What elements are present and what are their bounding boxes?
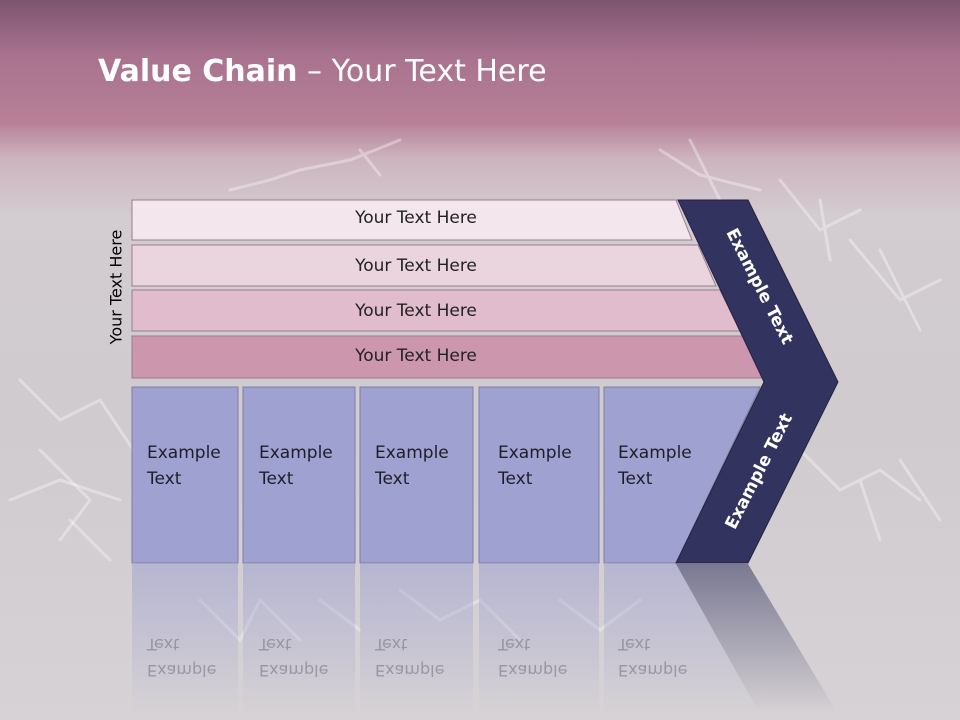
support-bar-label-1: Your Text Here xyxy=(355,208,477,228)
reflected-line1: Example xyxy=(618,661,688,680)
reflected-line2: Text xyxy=(618,635,651,654)
reflected-box-label-4: Example Text xyxy=(498,631,567,683)
reflection-text-area: Example Text Example Text Example Text Exam… xyxy=(0,563,960,720)
box-line2: Text xyxy=(259,469,294,489)
box-line1: Example xyxy=(147,443,221,463)
reflected-line1: Example xyxy=(375,661,445,680)
support-bar-label-4: Your Text Here xyxy=(355,346,477,366)
primary-box-1[interactable] xyxy=(131,386,239,564)
box-line2: Text xyxy=(498,469,533,489)
reflected-box-label-3: Example Text xyxy=(375,631,444,683)
diagram-reflection xyxy=(132,564,838,714)
box-line1: Example xyxy=(375,443,449,463)
support-bar-label-2: Your Text Here xyxy=(355,256,477,276)
reflected-line2: Text xyxy=(375,635,408,654)
reflected-line1: Example xyxy=(147,661,217,680)
margin-chevron[interactable] xyxy=(675,199,839,564)
primary-box-2[interactable] xyxy=(242,386,356,564)
title-rest: – Your Text Here xyxy=(297,54,547,89)
reflected-line1: Example xyxy=(498,661,568,680)
box-line2: Text xyxy=(618,469,653,489)
support-bar-1[interactable] xyxy=(131,199,693,241)
slide-title: Value Chain – Your Text Here xyxy=(98,54,547,89)
box-line1: Example xyxy=(618,443,692,463)
reflected-line2: Text xyxy=(498,635,531,654)
support-bar-2[interactable] xyxy=(131,244,717,287)
box-line2: Text xyxy=(147,469,182,489)
reflected-box-label-2: Example Text xyxy=(259,631,328,683)
support-bar-label-3: Your Text Here xyxy=(355,301,477,321)
primary-box-4[interactable] xyxy=(478,386,600,564)
reflected-box-label-5: Example Text xyxy=(618,631,687,683)
reflected-line2: Text xyxy=(259,635,292,654)
title-bold: Value Chain xyxy=(98,54,298,89)
reflected-line2: Text xyxy=(147,635,180,654)
box-line1: Example xyxy=(498,443,572,463)
reflected-line1: Example xyxy=(259,661,329,680)
box-line1: Example xyxy=(259,443,333,463)
primary-box-3[interactable] xyxy=(359,386,474,564)
reflected-box-label-1: Example Text xyxy=(147,631,216,683)
box-line2: Text xyxy=(375,469,410,489)
